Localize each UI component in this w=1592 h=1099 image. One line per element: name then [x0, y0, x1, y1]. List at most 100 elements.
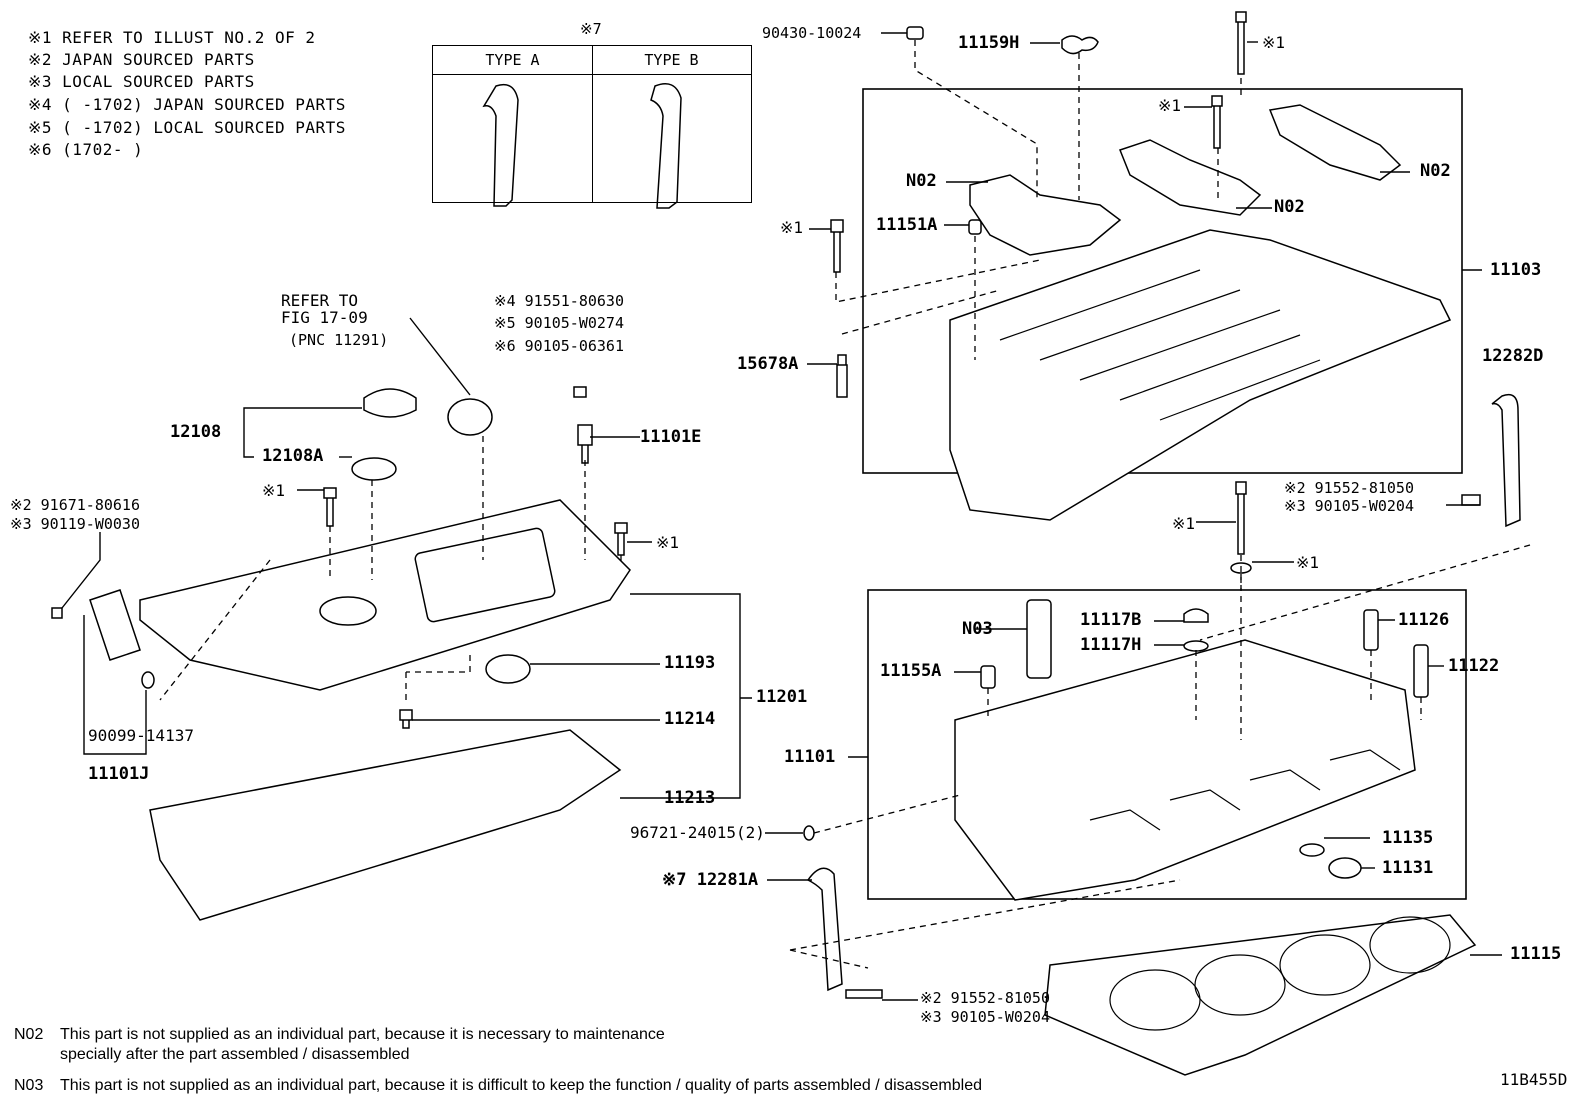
label-91552-bottom[interactable]: ※2 91552-81050	[920, 989, 1050, 1007]
label-11122[interactable]: 11122	[1448, 656, 1500, 676]
note-2: ※2 JAPAN SOURCED PARTS	[28, 50, 255, 69]
label-fig[interactable]: FIG 17-09	[281, 308, 368, 327]
label-alt-4[interactable]: ※4 91551-80630	[494, 292, 624, 310]
note-1: ※1 REFER TO ILLUST NO.2 OF 2	[28, 28, 316, 47]
label-96721-24015[interactable]: 96721-24015(2)	[630, 823, 765, 842]
label-12108A[interactable]: 12108A	[262, 446, 324, 466]
label-90099-14137[interactable]: 90099-14137	[88, 726, 194, 745]
sensor-11101E	[577, 424, 593, 464]
bolt-91552-bottom	[845, 989, 883, 999]
label-12282D[interactable]: 12282D	[1482, 346, 1544, 366]
note-4: ※4 ( -1702) JAPAN SOURCED PARTS	[28, 95, 346, 114]
cam-cap-n02-c	[1268, 104, 1402, 181]
label-90105-bottom[interactable]: ※3 90105-W0204	[920, 1008, 1050, 1026]
label-12281A[interactable]: ※7 12281A	[662, 870, 759, 890]
label-11101E[interactable]: 11101E	[640, 427, 702, 447]
label-11103[interactable]: 11103	[1490, 260, 1542, 280]
bolt-91552-top	[1461, 494, 1481, 506]
seal-11193	[485, 654, 531, 684]
bolt-91671	[51, 607, 63, 619]
label-91552-top[interactable]: ※2 91552-81050	[1284, 479, 1414, 497]
part-11159H	[1061, 35, 1099, 55]
bolt-top	[1235, 11, 1247, 75]
plug-90430	[906, 26, 924, 40]
dowel-11155A	[980, 665, 996, 689]
type-b-header: TYPE B	[644, 51, 699, 69]
footnote-n02-line1: This part is not supplied as an individu…	[60, 1026, 665, 1043]
label-note1-washer: ※1	[1296, 553, 1320, 572]
label-N02-b: N02	[1274, 197, 1305, 217]
o-ring-90099	[141, 671, 155, 689]
label-11151A[interactable]: 11151A	[876, 215, 938, 235]
dowel-11151A	[968, 219, 982, 235]
oil-cap-12108	[363, 388, 417, 418]
label-note1-top: ※1	[1262, 33, 1286, 52]
type-a-hook	[482, 83, 519, 207]
type-b-hook	[650, 83, 682, 209]
label-11213[interactable]: 11213	[664, 788, 716, 808]
label-alt-5[interactable]: ※5 90105-W0274	[494, 314, 624, 332]
label-11117B[interactable]: 11117B	[1080, 610, 1142, 630]
seal-11135	[1299, 843, 1325, 857]
guide-11126	[1363, 609, 1379, 651]
footnote-n02-code: N02	[14, 1026, 44, 1043]
type-a-header: TYPE A	[485, 51, 540, 69]
label-alt-6[interactable]: ※6 90105-06361	[494, 337, 624, 355]
label-91671-80616[interactable]: ※2 91671-80616	[10, 496, 140, 514]
label-11101J[interactable]: 11101J	[88, 764, 150, 784]
label-12108[interactable]: 12108	[170, 422, 222, 442]
cover-gasket-11213	[149, 729, 622, 921]
type-table: TYPE A TYPE B	[432, 45, 752, 203]
camshaft-housing-box	[862, 88, 1463, 474]
emblem	[447, 398, 493, 436]
label-note1-bolt: ※1	[1172, 514, 1196, 533]
cam-cap-n02-a	[969, 174, 1122, 256]
ring-11117H	[1183, 640, 1209, 652]
seal-11131	[1328, 857, 1362, 879]
bolt-left	[830, 219, 844, 273]
camshaft-housing	[949, 229, 1452, 521]
label-11115[interactable]: 11115	[1510, 944, 1562, 964]
label-90430-10024[interactable]: 90430-10024	[762, 24, 862, 42]
label-11117H[interactable]: 11117H	[1080, 635, 1142, 655]
bracket-12281A	[806, 867, 843, 992]
label-11126[interactable]: 11126	[1398, 610, 1450, 630]
footnote-n02-line2: specially after the part assembled / dis…	[60, 1046, 410, 1063]
label-note1-cover: ※1	[262, 481, 286, 500]
label-11155A[interactable]: 11155A	[880, 661, 942, 681]
type-note-mark: ※7	[580, 20, 602, 38]
label-N02-c: N02	[1420, 161, 1451, 181]
footnote-n03-code: N03	[14, 1077, 44, 1094]
seal-11117B	[1183, 608, 1209, 623]
label-11193[interactable]: 11193	[664, 653, 716, 673]
bracket-12282D	[1491, 393, 1521, 528]
label-15678A[interactable]: 15678A	[737, 354, 799, 374]
label-90119-W0030[interactable]: ※3 90119-W0030	[10, 515, 140, 533]
ocv-11101J	[89, 589, 141, 661]
gasket-12108A	[351, 457, 397, 481]
label-pnc: (PNC 11291)	[289, 331, 389, 349]
label-11201[interactable]: 11201	[756, 687, 808, 707]
label-N02-a: N02	[906, 171, 937, 191]
label-note1-cover-r: ※1	[656, 533, 680, 552]
bolt-91551	[573, 386, 587, 398]
label-11101[interactable]: 11101	[784, 747, 836, 767]
head-gasket	[1044, 914, 1477, 1076]
label-11159H[interactable]: 11159H	[958, 33, 1020, 53]
part-N03	[1026, 599, 1052, 679]
label-11131[interactable]: 11131	[1382, 858, 1434, 878]
head-bolt	[1235, 481, 1247, 555]
footnote-n03-line1: This part is not supplied as an individu…	[60, 1077, 982, 1094]
note-3: ※3 LOCAL SOURCED PARTS	[28, 72, 255, 91]
label-note1-mid: ※1	[1158, 96, 1182, 115]
head-cover	[139, 499, 631, 691]
guide-11122	[1413, 644, 1429, 698]
label-N03: N03	[962, 619, 993, 639]
label-11135[interactable]: 11135	[1382, 828, 1434, 848]
label-11214[interactable]: 11214	[664, 709, 716, 729]
label-90105-top[interactable]: ※3 90105-W0204	[1284, 497, 1414, 515]
diagram-id: 11B455D	[1500, 1070, 1568, 1089]
cylinder-head	[954, 639, 1416, 901]
